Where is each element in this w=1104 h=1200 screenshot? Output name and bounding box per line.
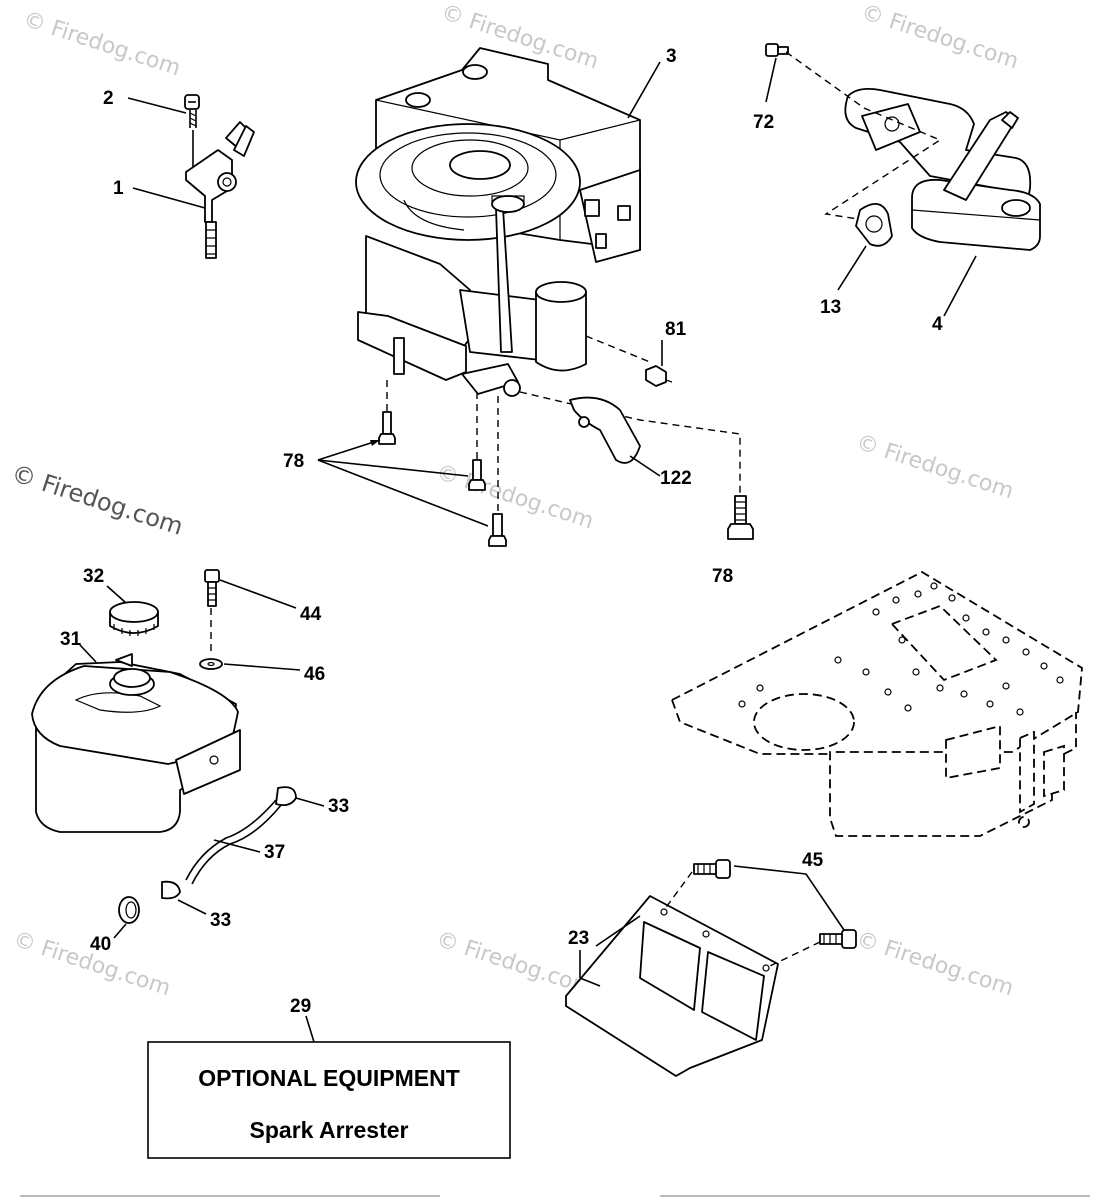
- gasket-part: [855, 203, 893, 247]
- callout-2: 2: [103, 88, 114, 109]
- callout-78-right: 78: [712, 566, 733, 587]
- callout-33-bottom: 33: [210, 910, 231, 931]
- callout-40: 40: [90, 934, 111, 955]
- heat-shield-part: [569, 396, 641, 464]
- watermark-text: © Firedog.com: [433, 460, 596, 534]
- optional-equipment-box: [147, 1041, 511, 1159]
- callout-31: 31: [60, 629, 82, 650]
- callout-3: 3: [666, 46, 677, 67]
- callout-4: 4: [932, 314, 943, 335]
- callout-13: 13: [820, 297, 841, 318]
- watermark-text: © Firedog.com: [8, 459, 186, 541]
- watermark-text: © Firedog.com: [853, 927, 1016, 1001]
- optional-equipment-subtitle: Spark Arrester: [250, 1117, 409, 1143]
- callout-78-left: 78: [283, 451, 304, 472]
- callout-46: 46: [304, 664, 325, 685]
- callout-37: 37: [264, 842, 285, 863]
- throttle-control-part: [184, 94, 255, 259]
- fuel-tank-part: [31, 653, 241, 833]
- mounting-bolts-part: [378, 411, 754, 547]
- cover-screws-part: [693, 859, 857, 949]
- callout-122: 122: [660, 468, 692, 489]
- watermark-text: © Firedog.com: [858, 0, 1021, 74]
- optional-equipment-title: OPTIONAL EQUIPMENT: [198, 1065, 460, 1091]
- nut-part: [645, 365, 673, 387]
- callout-44: 44: [300, 604, 322, 625]
- engine-part: [355, 47, 641, 397]
- tank-screw-part: [199, 569, 223, 670]
- callout-72: 72: [753, 112, 774, 133]
- muffler-part: [765, 43, 1041, 251]
- tractor-frame-reference: [671, 570, 1083, 837]
- watermark-text: © Firedog.com: [853, 430, 1016, 504]
- watermark-text: © Firedog.com: [20, 7, 183, 81]
- callout-33-top: 33: [328, 796, 349, 817]
- callout-32: 32: [83, 566, 104, 587]
- callout-29: 29: [290, 996, 311, 1017]
- callout-81: 81: [665, 319, 687, 340]
- fuel-cap-part: [109, 601, 159, 636]
- callout-45: 45: [802, 850, 824, 871]
- callout-23: 23: [568, 928, 589, 949]
- cover-plate-part: [565, 895, 779, 1077]
- callout-1: 1: [113, 178, 124, 199]
